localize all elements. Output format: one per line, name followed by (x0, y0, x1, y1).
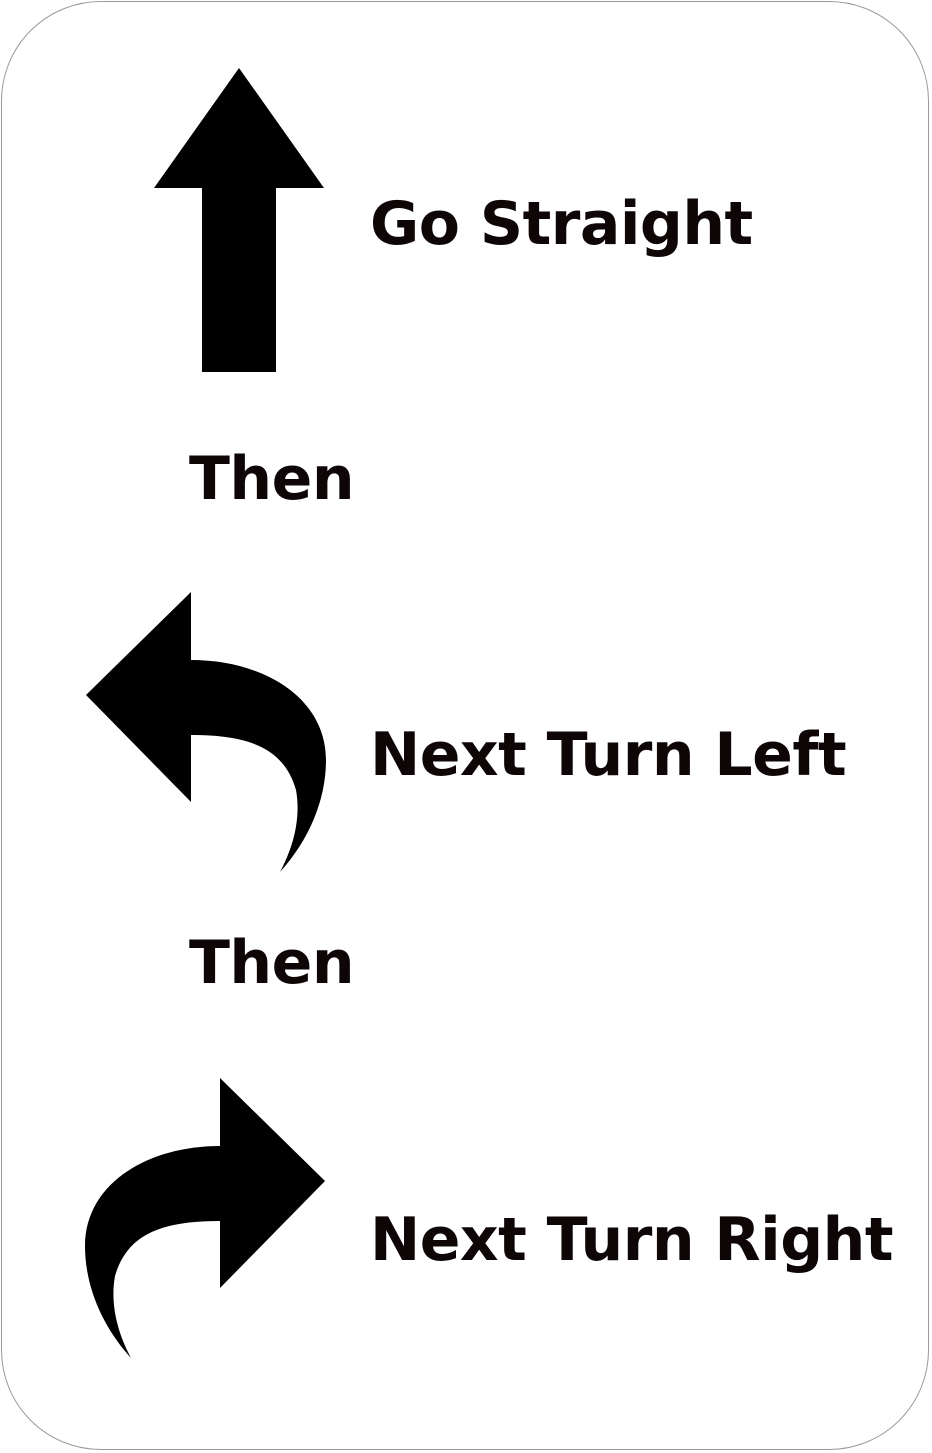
separator-then: Then (189, 928, 355, 998)
step-label-next-turn-right: Next Turn Right (370, 1205, 894, 1275)
turn-left-arrow-icon (86, 592, 326, 872)
separator-then: Then (189, 444, 355, 514)
straight-arrow-icon (154, 68, 324, 372)
step-label-next-turn-left: Next Turn Left (370, 720, 847, 790)
step-label-go-straight: Go Straight (370, 189, 753, 259)
turn-right-arrow-icon (85, 1078, 325, 1358)
